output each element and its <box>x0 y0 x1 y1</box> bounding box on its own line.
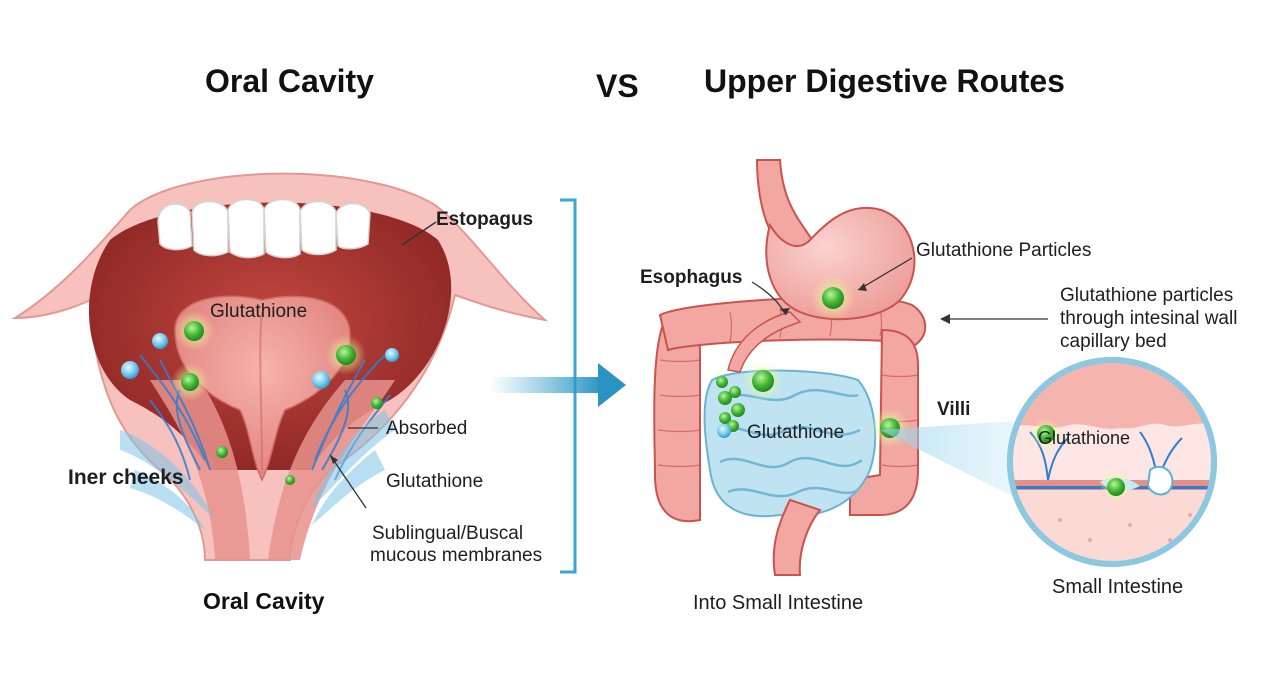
label-villi: Villi <box>937 399 971 420</box>
label-oral-glutathione-2: Glutathione <box>386 471 484 492</box>
label-wall-line1: Glutathione particles <box>1060 285 1234 306</box>
mouth-illustration <box>11 172 549 561</box>
label-wall-line3: capillary bed <box>1060 331 1167 352</box>
caption-small-intestine: Small Intestine <box>1052 576 1184 598</box>
title-oral-cavity: Oral Cavity <box>205 63 374 99</box>
villi-inset <box>1007 357 1217 567</box>
title-vs: VS <box>596 68 639 104</box>
flow-arrow <box>490 363 626 407</box>
label-glutathione-particles: Glutathione Particles <box>916 240 1092 261</box>
title-upper-digestive-routes: Upper Digestive Routes <box>704 63 1065 99</box>
label-esophagus: Esophagus <box>640 267 743 288</box>
label-sublingual-line2: mucous membranes <box>370 545 543 566</box>
label-sublingual-line1: Sublingual/Buscal <box>372 523 524 544</box>
label-intestine-glutathione: Glutathione <box>747 422 845 443</box>
label-oral-glutathione: Glutathione <box>210 301 308 322</box>
caption-oral-cavity: Oral Cavity <box>203 588 325 614</box>
label-iner-cheeks: Iner cheeks <box>68 466 184 489</box>
label-estopagus: Estopagus <box>436 209 534 230</box>
label-wall-line2: through intesinal wall <box>1060 308 1238 329</box>
digestive-illustration <box>653 159 1048 576</box>
caption-into-small-intestine: Into Small Intestine <box>693 592 864 614</box>
label-absorbed: Absorbed <box>386 418 468 439</box>
label-inset-glutathione: Glutathione <box>1038 428 1131 448</box>
zoom-beam <box>880 420 1030 505</box>
